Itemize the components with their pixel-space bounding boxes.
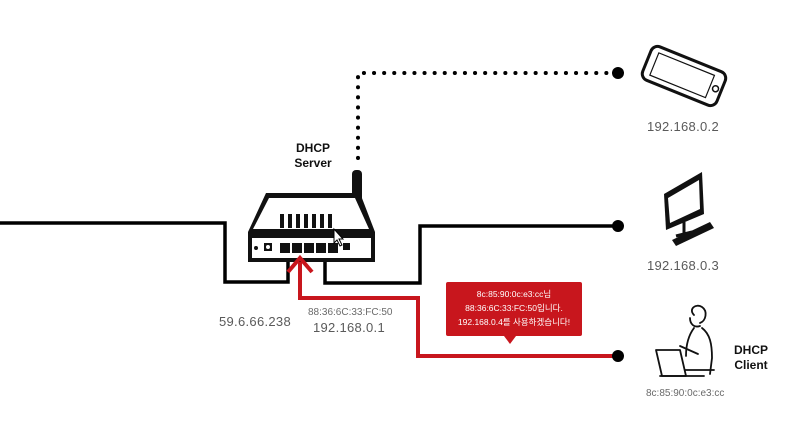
laptop-user-icon [655, 304, 715, 377]
laptop-mac: 8c:85:90:0c:e3:cc [646, 388, 725, 399]
desktop-icon [664, 172, 714, 246]
phone-icon [640, 44, 728, 108]
dhcp-message-bubble: 8c:85:90:0c:e3:cc님 88:36:6C:33:FC:50입니다.… [446, 282, 582, 344]
router-icon [248, 170, 375, 262]
server-title: DHCP Server [294, 141, 332, 170]
desktop-endpoint [612, 220, 624, 232]
wan-wire [0, 221, 290, 284]
message-line-2: 88:36:6C:33:FC:50입니다. [465, 303, 563, 313]
server-wan-ip: 59.6.66.238 [219, 314, 291, 329]
cursor-icon [333, 227, 345, 247]
desktop-ip: 192.168.0.3 [647, 258, 719, 273]
message-line-1: 8c:85:90:0c:e3:cc님 [476, 289, 552, 299]
wireless-link-to-phone [356, 71, 620, 160]
message-line-3: 192.168.0.4를 사용하겠습니다! [457, 317, 571, 327]
laptop-endpoint [612, 350, 624, 362]
phone-endpoint [612, 67, 624, 79]
red-arrow-icon [286, 254, 314, 282]
server-lan-ip: 192.168.0.1 [313, 320, 385, 335]
client-title: DHCP Client [733, 343, 768, 372]
server-mac: 88:36:6C:33:FC:50 [308, 307, 393, 318]
wire-to-laptop [298, 270, 618, 358]
wire-to-desktop [323, 224, 618, 285]
phone-ip: 192.168.0.2 [647, 119, 719, 134]
